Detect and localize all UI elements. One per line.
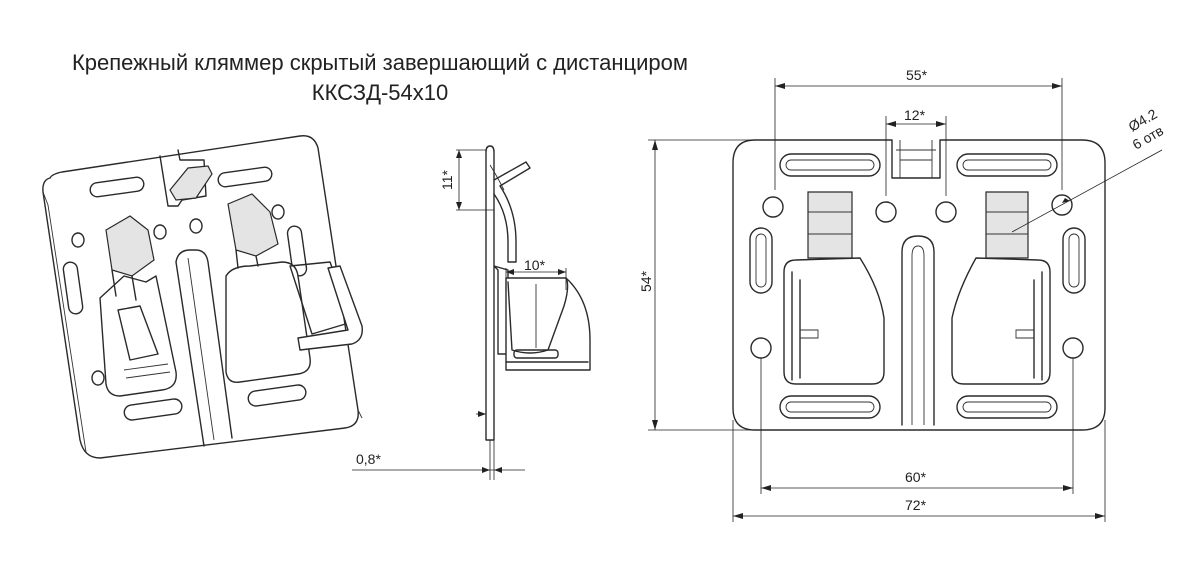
isometric-view — [42, 135, 363, 459]
spacer-width-label: 10* — [524, 257, 546, 273]
drawing-title: Крепежный кляммер скрытый завершающий с … — [0, 48, 760, 108]
title-line-2: ККСЗД-54х10 — [311, 80, 449, 105]
slot-width-label: 12* — [904, 107, 926, 123]
front-view: 55* 12* 54* 60* 72* Ø4.2 6 отв — [638, 67, 1166, 522]
thickness-label: 0,8* — [356, 451, 381, 467]
title-line-1: Крепежный кляммер скрытый завершающий с … — [71, 50, 689, 75]
total-width-label: 72* — [905, 497, 927, 513]
hole-spacing-label: 60* — [905, 469, 927, 485]
height-label: 54* — [638, 270, 654, 292]
side-view: 11* 10* 0,8* — [352, 145, 591, 480]
hook-height-label: 11* — [439, 169, 455, 190]
top-width-label: 55* — [906, 67, 928, 83]
